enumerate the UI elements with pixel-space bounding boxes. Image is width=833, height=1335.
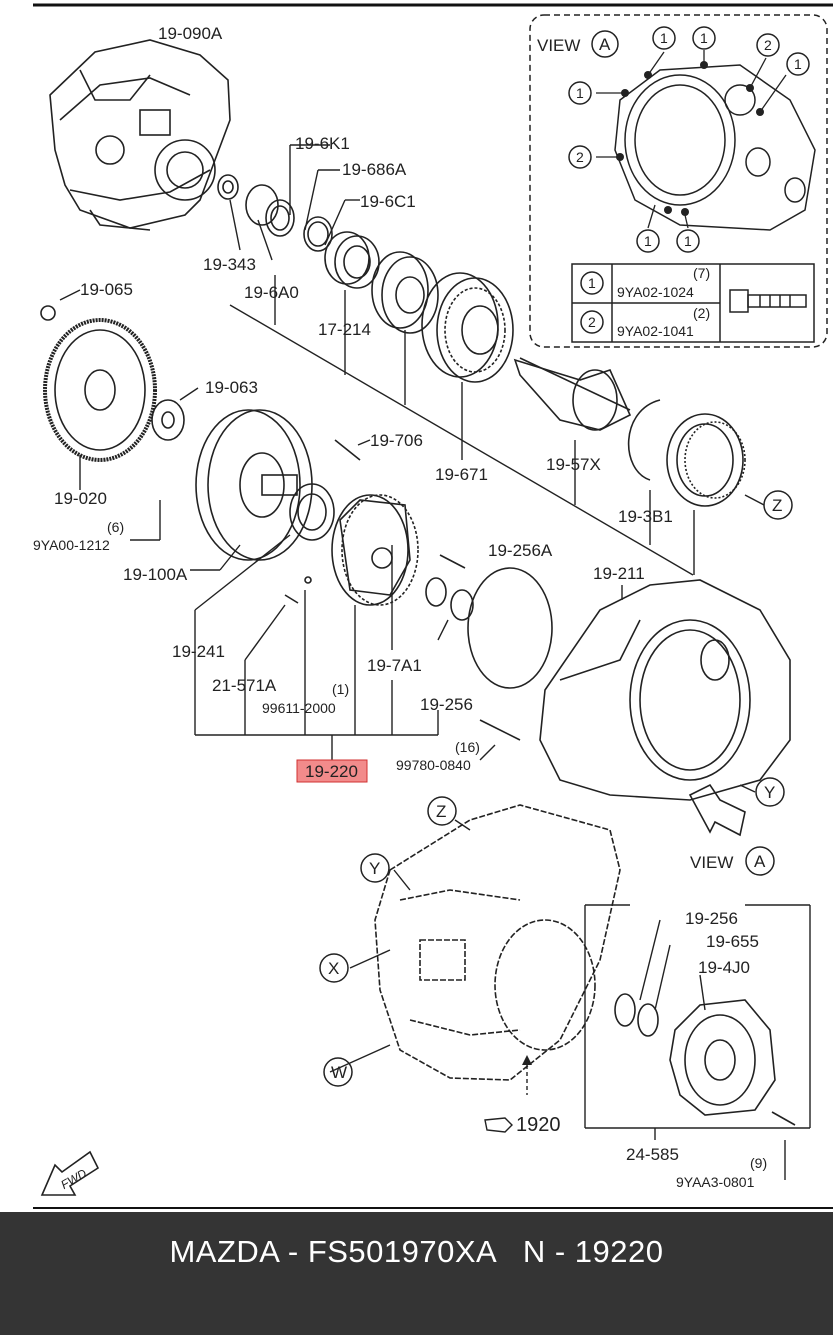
label-19-063: 19-063 (205, 378, 258, 397)
bolt-table-key-1: 1 (588, 275, 596, 291)
highlight-box-19220 (296, 759, 368, 783)
ring-parts-drawing (217, 174, 746, 507)
callout-a-inset: A (599, 35, 611, 54)
drive-plate-drawing (40, 305, 185, 462)
callout-1c: 1 (794, 56, 802, 72)
callout-w: W (331, 1063, 347, 1082)
fwd-label: FWD (58, 1166, 89, 1192)
label-19-706: 19-706 (370, 431, 423, 450)
footer-caption: MAZDA - FS501970XA N - 19220 (169, 1234, 664, 1269)
view-arrow (688, 783, 746, 837)
label-99780-0840: 99780-0840 (396, 757, 471, 773)
callout-1a: 1 (660, 30, 668, 46)
callout-z-bottom: Z (436, 802, 446, 821)
view-a-title: VIEW (537, 36, 580, 55)
bolt-table-part-2: 9YA02-1041 (617, 323, 694, 339)
label-19-686A: 19-686A (342, 160, 407, 179)
bolt-table-qty-1: (7) (693, 265, 710, 281)
label-19-256-cover: 19-256 (685, 909, 738, 928)
view-a-label: VIEW (690, 853, 733, 872)
label-99611-2000: 99611-2000 (262, 700, 336, 716)
torque-converter-drawing (195, 409, 335, 561)
exploded-view-drawing: 19-090A 19-6K1 19-686A 19-6C1 19-343 19-… (33, 3, 833, 1209)
callout-y-bottom: Y (369, 859, 380, 878)
label-19-6A0: 19-6A0 (244, 283, 299, 302)
callout-1e: 1 (644, 233, 652, 249)
label-19-220: 19-220 (305, 762, 358, 781)
callout-y-top: Y (764, 783, 775, 802)
label-19-065: 19-065 (80, 280, 133, 299)
label-9YAA3-0801: 9YAA3-0801 (676, 1174, 755, 1190)
callout-2b: 2 (576, 149, 584, 165)
label-19-090A: 19-090A (158, 24, 223, 43)
callout-1b: 1 (700, 30, 708, 46)
callout-2a: 2 (764, 37, 772, 53)
label-19-671: 19-671 (435, 465, 488, 484)
side-cover-drawing (614, 993, 796, 1126)
bolt-table-part-1: 9YA02-1024 (617, 284, 694, 300)
callout-x: X (328, 959, 339, 978)
label-19-4J0: 19-4J0 (698, 958, 750, 977)
label-19-241: 19-241 (172, 642, 225, 661)
label-qty-16: (16) (455, 739, 480, 755)
label-19-655: 19-655 (706, 932, 759, 951)
callout-a-view: A (754, 852, 766, 871)
label-qty-1: (1) (332, 681, 349, 697)
label-19-211: 19-211 (593, 564, 645, 583)
callout-1d: 1 (576, 85, 584, 101)
seals-drawing (425, 567, 553, 741)
label-24-585: 24-585 (626, 1145, 679, 1164)
label-19-6K1: 19-6K1 (295, 134, 350, 153)
label-19-6C1: 19-6C1 (360, 192, 416, 211)
pointer-hand-icon (484, 1117, 513, 1133)
label-19-256: 19-256 (420, 695, 473, 714)
bolt-table-key-2: 2 (588, 314, 596, 330)
label-qty-6: (6) (107, 519, 124, 535)
label-1920: 1920 (516, 1114, 561, 1136)
label-17-214: 17-214 (318, 320, 371, 339)
footer-bar: MAZDA - FS501970XA N - 19220 (0, 1212, 833, 1335)
label-9YA00-1212: 9YA00-1212 (33, 537, 110, 553)
inset-dots (616, 61, 764, 216)
callout-circles (319, 26, 810, 1087)
bolt-table-qty-2: (2) (693, 305, 710, 321)
inset-housing-drawing (614, 64, 816, 231)
lower-transmission-drawing (374, 804, 621, 1081)
inset-leaders (596, 50, 787, 229)
label-19-100A: 19-100A (123, 565, 188, 584)
leader-lines (59, 144, 811, 1180)
transaxle-housing-drawing (539, 579, 791, 801)
callout-1f: 1 (684, 233, 692, 249)
label-19-7A1: 19-7A1 (367, 656, 422, 675)
callout-z-top: Z (772, 496, 782, 515)
label-19-256A: 19-256A (488, 541, 553, 560)
parts-diagram: 19-090A 19-6K1 19-686A 19-6C1 19-343 19-… (33, 3, 833, 1209)
label-19-020: 19-020 (54, 489, 107, 508)
oil-pump-drawing (284, 439, 466, 606)
label-21-571A: 21-571A (212, 676, 277, 695)
label-19-343: 19-343 (203, 255, 256, 274)
transmission-assembly-drawing (49, 39, 231, 231)
label-qty-9: (9) (750, 1155, 767, 1171)
view-a-inset (529, 14, 828, 348)
fwd-arrow-icon (40, 1150, 100, 1196)
label-19-3B1: 19-3B1 (618, 507, 673, 526)
arrow-1920 (522, 1055, 532, 1065)
label-19-57X: 19-57X (546, 455, 601, 474)
bolt-icon (729, 289, 807, 313)
